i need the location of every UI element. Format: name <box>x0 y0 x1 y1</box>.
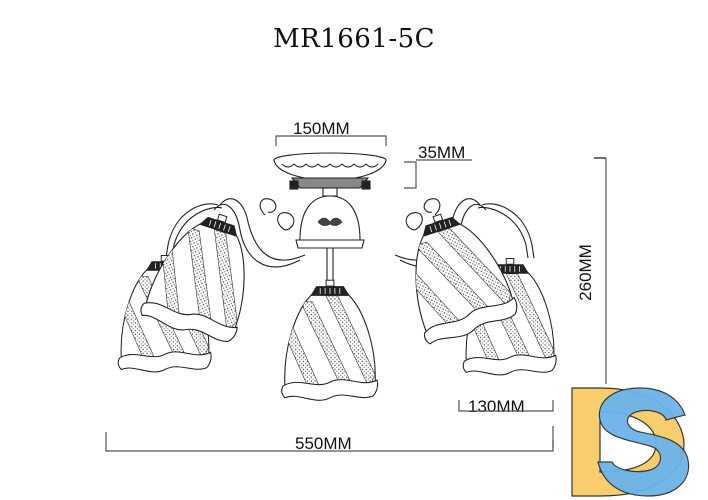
shade-center <box>282 280 378 400</box>
total-diameter-label: 550MM <box>295 434 352 453</box>
dimension-lines <box>105 135 607 452</box>
canopy-height-label: 35MM <box>418 143 466 162</box>
canopy <box>273 152 387 249</box>
model-title: MR1661-5C <box>272 24 436 54</box>
logo-letter-s <box>597 387 690 497</box>
canopy-diameter-label: 150MM <box>293 119 350 138</box>
ds-logo <box>571 387 690 497</box>
